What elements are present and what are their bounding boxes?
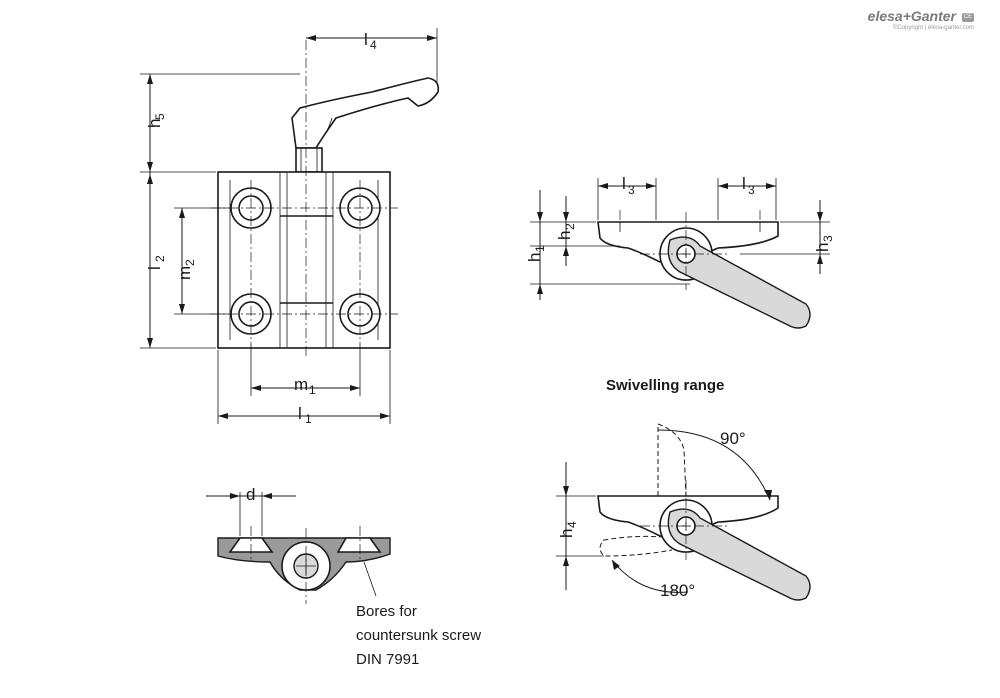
- lever-handle: [291, 77, 440, 149]
- dim-label-m1-sub: 1: [309, 383, 316, 397]
- dim-label-l2-sub: 2: [153, 255, 167, 262]
- dim-label-l3-left-sub: 3: [628, 183, 635, 197]
- bottom-view: [217, 526, 391, 604]
- dim-label-h2-sub: 2: [563, 223, 577, 230]
- dim-label-m1-main: m: [294, 375, 308, 394]
- bores-note-line-2: countersunk screw: [356, 627, 481, 644]
- dim-label-l2-main: l: [145, 266, 164, 270]
- dim-label-l1-main: l: [298, 404, 302, 423]
- dim-label-l3-left-main: l: [622, 174, 626, 193]
- dim-label-l3-right-sub: 3: [748, 183, 755, 197]
- dimension-h5: h 5: [140, 73, 300, 173]
- dimension-h1-h2: h 1 h 2: [525, 190, 690, 300]
- angle-label-90: 90°: [720, 429, 746, 448]
- dimension-l3-left: l 3: [597, 174, 657, 220]
- side-lever: [667, 236, 811, 329]
- dimension-l4: l 4: [306, 28, 438, 82]
- bores-note-line-3: DIN 7991: [356, 651, 419, 668]
- side-view: [597, 210, 811, 329]
- dim-label-h5-sub: 5: [153, 113, 167, 120]
- dim-label-h5-main: h: [145, 119, 164, 128]
- ce-badge-icon: CE: [962, 13, 974, 22]
- dim-label-h3-main: h: [813, 243, 832, 252]
- bores-leader-line: [363, 561, 377, 597]
- dim-label-l1-sub: 1: [305, 412, 312, 426]
- dim-label-h2-main: h: [555, 231, 574, 240]
- swivel-heading: Swivelling range: [606, 377, 724, 394]
- dimension-d: d: [206, 485, 296, 536]
- swivel-lever: [667, 508, 811, 601]
- swivel-view: [597, 423, 811, 601]
- dim-label-h3-sub: 3: [821, 235, 835, 242]
- dim-label-h4-sub: 4: [565, 521, 579, 528]
- dim-label-h4-main: h: [557, 529, 576, 538]
- bores-note-line-1: Bores for: [356, 603, 417, 620]
- dim-label-h1-main: h: [525, 253, 544, 262]
- dim-label-l4-main: l: [364, 30, 368, 49]
- dimension-h3: h 3: [740, 200, 835, 274]
- dimension-m2: m 2: [174, 207, 230, 315]
- front-view: [210, 40, 440, 356]
- dim-label-l4-sub: 4: [370, 38, 377, 52]
- logo-brand-text: elesa+Ganter: [867, 8, 956, 24]
- dim-label-m2-sub: 2: [183, 259, 197, 266]
- dim-label-d: d: [246, 485, 255, 504]
- dim-label-h1-sub: 1: [533, 245, 547, 252]
- dimension-l1: l 1: [217, 350, 391, 426]
- dim-label-l3-right-main: l: [742, 174, 746, 193]
- angle-label-180: 180°: [660, 581, 695, 600]
- lever-shaft: [295, 147, 323, 173]
- dimension-l2: l 2: [140, 172, 216, 349]
- dimension-m1: m 1: [250, 344, 361, 397]
- dimension-l3-right: l 3: [717, 174, 777, 220]
- dim-label-m2-main: m: [175, 266, 194, 280]
- brand-logo: elesa+Ganter CE ©Copyright | elesa-ganter…: [868, 8, 974, 31]
- dimension-h4: h 4: [556, 462, 604, 590]
- logo-copyright: ©Copyright | elesa-ganter.com: [892, 25, 974, 31]
